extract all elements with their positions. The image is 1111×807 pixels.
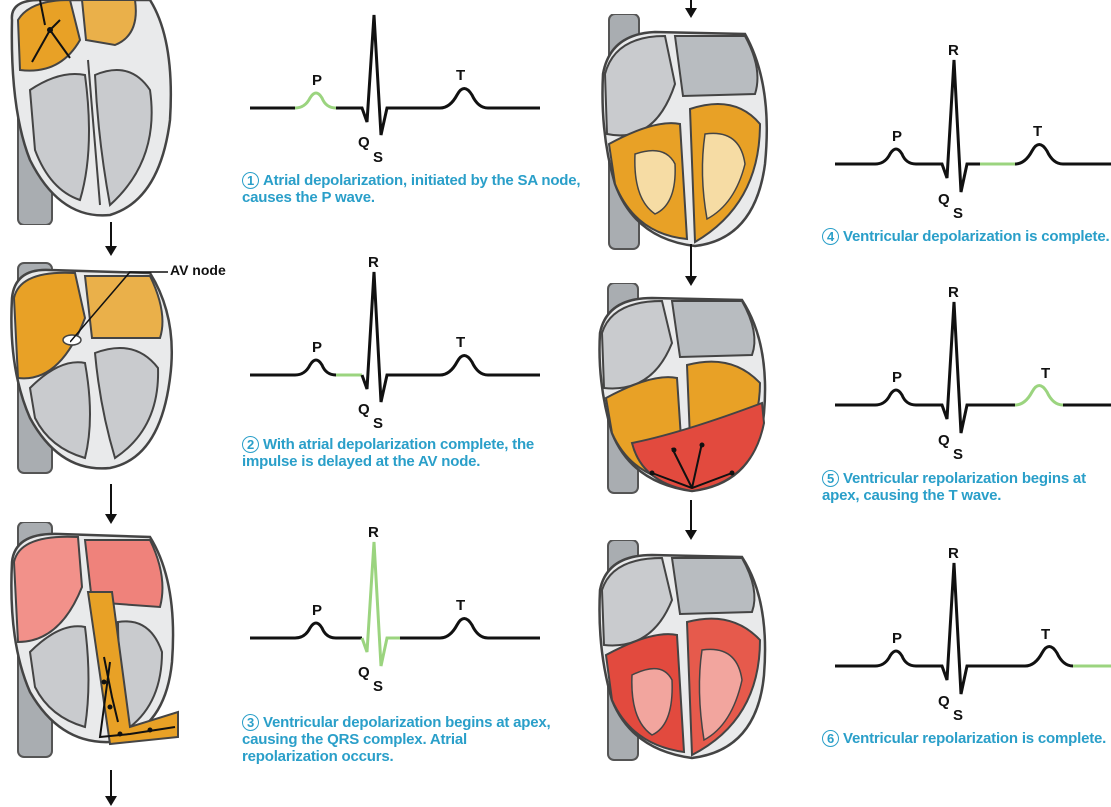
s-wave-label: S — [373, 149, 383, 166]
p-wave-label: P — [312, 339, 322, 356]
step-number-badge: 5 — [822, 470, 839, 487]
heart-step-5 — [592, 283, 772, 498]
step-number-badge: 4 — [822, 228, 839, 245]
t-wave-label: T — [456, 67, 465, 84]
arrow-down-icon — [104, 770, 118, 806]
p-wave-label: P — [892, 128, 902, 145]
q-wave-label: Q — [938, 191, 950, 208]
step-text: Ventricular repolarization is complete. — [843, 730, 1106, 747]
r-wave-label: R — [368, 524, 379, 541]
arrow-down-icon — [104, 222, 118, 256]
p-wave-label: P — [892, 630, 902, 647]
t-wave-label: T — [456, 597, 465, 614]
q-wave-label: Q — [358, 401, 370, 418]
t-wave-label: T — [1041, 365, 1050, 382]
r-wave-label: R — [948, 42, 959, 59]
step-number-badge: 3 — [242, 714, 259, 731]
q-wave-label: Q — [358, 134, 370, 151]
heart-step-1 — [0, 0, 180, 225]
step-number-badge: 1 — [242, 172, 259, 189]
t-wave-label: T — [1041, 626, 1050, 643]
q-wave-label: Q — [938, 693, 950, 710]
ecg-trace-1: P T Q S — [250, 10, 550, 170]
arrow-down-icon — [684, 500, 698, 540]
av-node-leader-line — [70, 262, 170, 344]
av-node-label: AV node — [170, 262, 226, 278]
s-wave-label: S — [373, 678, 383, 695]
s-wave-label: S — [953, 205, 963, 222]
s-wave-label: S — [953, 707, 963, 724]
step-text: With atrial depolarization complete, the… — [242, 436, 534, 470]
step-number-badge: 2 — [242, 436, 259, 453]
r-wave-label: R — [948, 284, 959, 301]
step-number-badge: 6 — [822, 730, 839, 747]
ecg-trace-5: R P T Q S — [835, 282, 1111, 467]
step-text: Atrial depolarization, initiated by the … — [242, 172, 580, 206]
arrow-down-icon — [684, 244, 698, 286]
s-wave-label: S — [953, 446, 963, 463]
q-wave-label: Q — [938, 432, 950, 449]
p-wave-label: P — [312, 72, 322, 89]
t-wave-label: T — [456, 334, 465, 351]
step-text: Ventricular depolarization is complete. — [843, 228, 1109, 245]
r-wave-label: R — [368, 254, 379, 271]
step-text: Ventricular depolarization begins at ape… — [242, 714, 551, 765]
p-wave-label: P — [312, 602, 322, 619]
t-wave-label: T — [1033, 123, 1042, 140]
heart-step-3 — [0, 522, 180, 762]
ecg-trace-2: R P T Q S — [250, 250, 550, 430]
ecg-trace-3: R P T Q S — [250, 520, 550, 700]
q-wave-label: Q — [358, 664, 370, 681]
r-wave-label: R — [948, 545, 959, 562]
p-wave-label: P — [892, 369, 902, 386]
ecg-trace-4: R P T Q S — [835, 40, 1111, 225]
arrow-down-icon — [104, 484, 118, 524]
ecg-trace-6: R P T Q S — [835, 543, 1111, 728]
heart-step-6 — [592, 540, 772, 765]
heart-step-4 — [595, 14, 775, 254]
step-text: Ventricular repolarization begins at ape… — [822, 470, 1086, 504]
s-wave-label: S — [373, 415, 383, 430]
